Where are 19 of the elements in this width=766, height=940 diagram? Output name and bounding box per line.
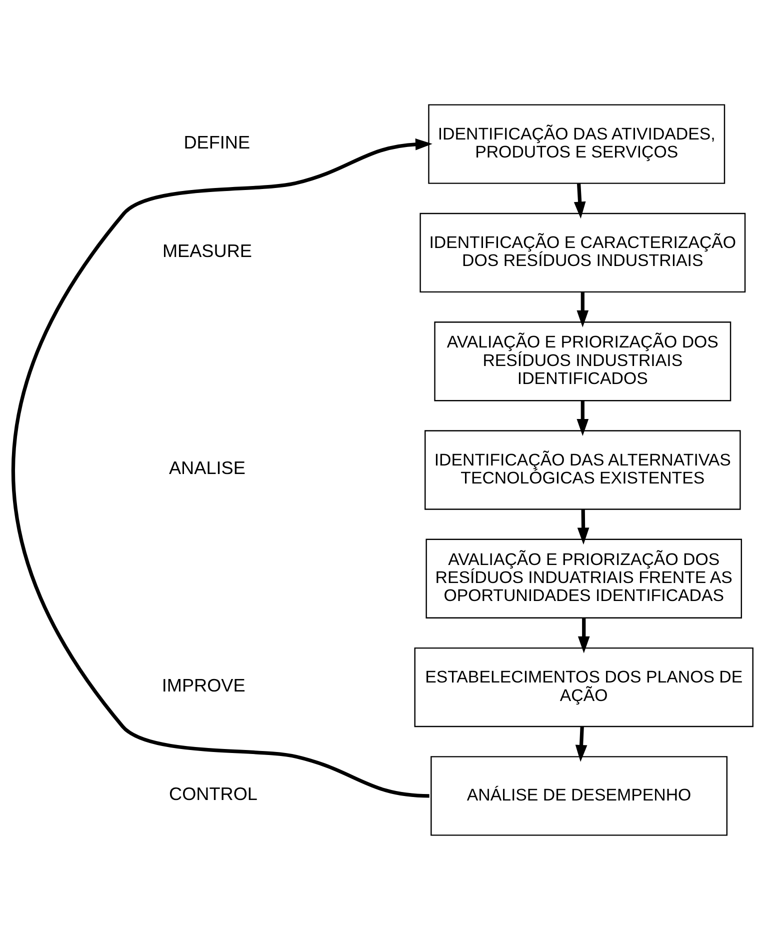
label: CONTROL [169, 784, 258, 804]
node-box: AVALIAÇÃO E PRIORIZAÇÃO DOS RESÍDUOS INDUSTRIAIS IDENTIFICADOS [434, 322, 732, 402]
arrow [578, 618, 590, 654]
node-box: IDENTIFICAÇÃO DAS ATIVIDADES, PRODUTOS E SERVIÇOS [428, 104, 726, 184]
label: ANALISE [169, 458, 246, 478]
node-box: ANÁLISE DE DESEMPENHO [430, 756, 728, 836]
label: MEASURE [162, 240, 252, 261]
arrow [576, 400, 589, 436]
arrow [577, 510, 590, 545]
node-box: ESTABELECIMENTOS DOS PLANOS DE AÇÃO [414, 647, 754, 728]
arrow [574, 184, 586, 219]
node-box: IDENTIFICAÇÃO DAS ALTERNATIVAS TECNOLÓGICAS EXISTENTES [424, 430, 741, 510]
arrow [11, 138, 432, 798]
node-box: AVALIAÇÃO E PRIORIZAÇÃO DOS RESÍDUOS INDUATRIAIS FRENTE AS OPORTUNIDADES IDENTIFICADAS [426, 538, 742, 618]
label: IMPROVE [162, 676, 246, 696]
arrow [575, 726, 588, 762]
label: DEFINE [184, 132, 250, 152]
node-box: IDENTIFICAÇÃO E CARACTERIZAÇÃO DOS RESÍDUOS INDUSTRIAIS [420, 212, 746, 293]
arrow [576, 292, 589, 328]
